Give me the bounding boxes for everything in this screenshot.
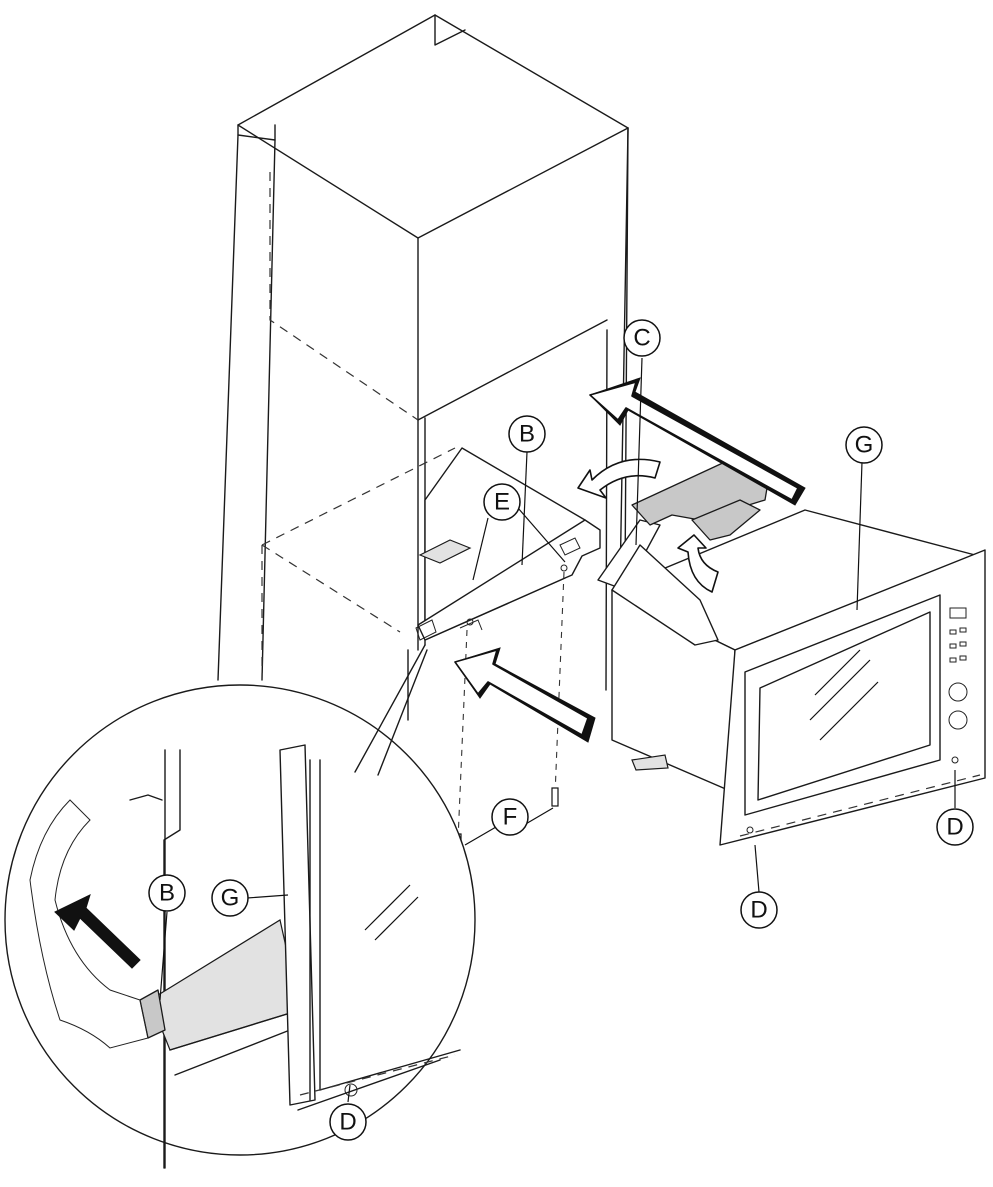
cabinet-left-side (217, 134, 239, 681)
cabinet-opening (417, 319, 608, 421)
tall-cabinet (217, 14, 629, 721)
callout-c-label: C (633, 325, 650, 352)
callout-b-main-label: B (519, 421, 535, 448)
callout-g-detail-label: G (221, 885, 240, 912)
mounting-bracket (415, 447, 601, 641)
rotate-arrow-right (677, 534, 719, 593)
rotate-arrow-left (577, 458, 661, 499)
callout-e: E (483, 483, 521, 521)
microwave (611, 509, 986, 846)
leaders (159, 357, 956, 1103)
callout-f-label: F (503, 804, 518, 831)
callout-b-detail: B (148, 874, 186, 912)
callout-f: F (491, 798, 529, 836)
callout-d-front: D (740, 891, 778, 929)
callout-d-detail: D (329, 1103, 367, 1141)
cabinet-top-panel (237, 14, 629, 239)
callout-b-main: B (508, 415, 546, 453)
callout-g-main: G (845, 426, 883, 464)
callout-d-detail-label: D (339, 1109, 356, 1136)
detail-circle (4, 684, 476, 1156)
callout-b-detail-label: B (159, 880, 175, 907)
callout-g-main-label: G (855, 432, 874, 459)
callout-d-front-label: D (750, 897, 767, 924)
callout-d-side-label: D (946, 814, 963, 841)
microwave-window (757, 611, 931, 801)
arrows (454, 377, 806, 743)
callout-g-detail: G (211, 879, 249, 917)
callout-d-side: D (936, 808, 974, 846)
callout-e-label: E (494, 489, 510, 516)
control-panel (948, 607, 968, 730)
callout-c: C (623, 319, 661, 357)
detail-view (4, 644, 476, 1169)
